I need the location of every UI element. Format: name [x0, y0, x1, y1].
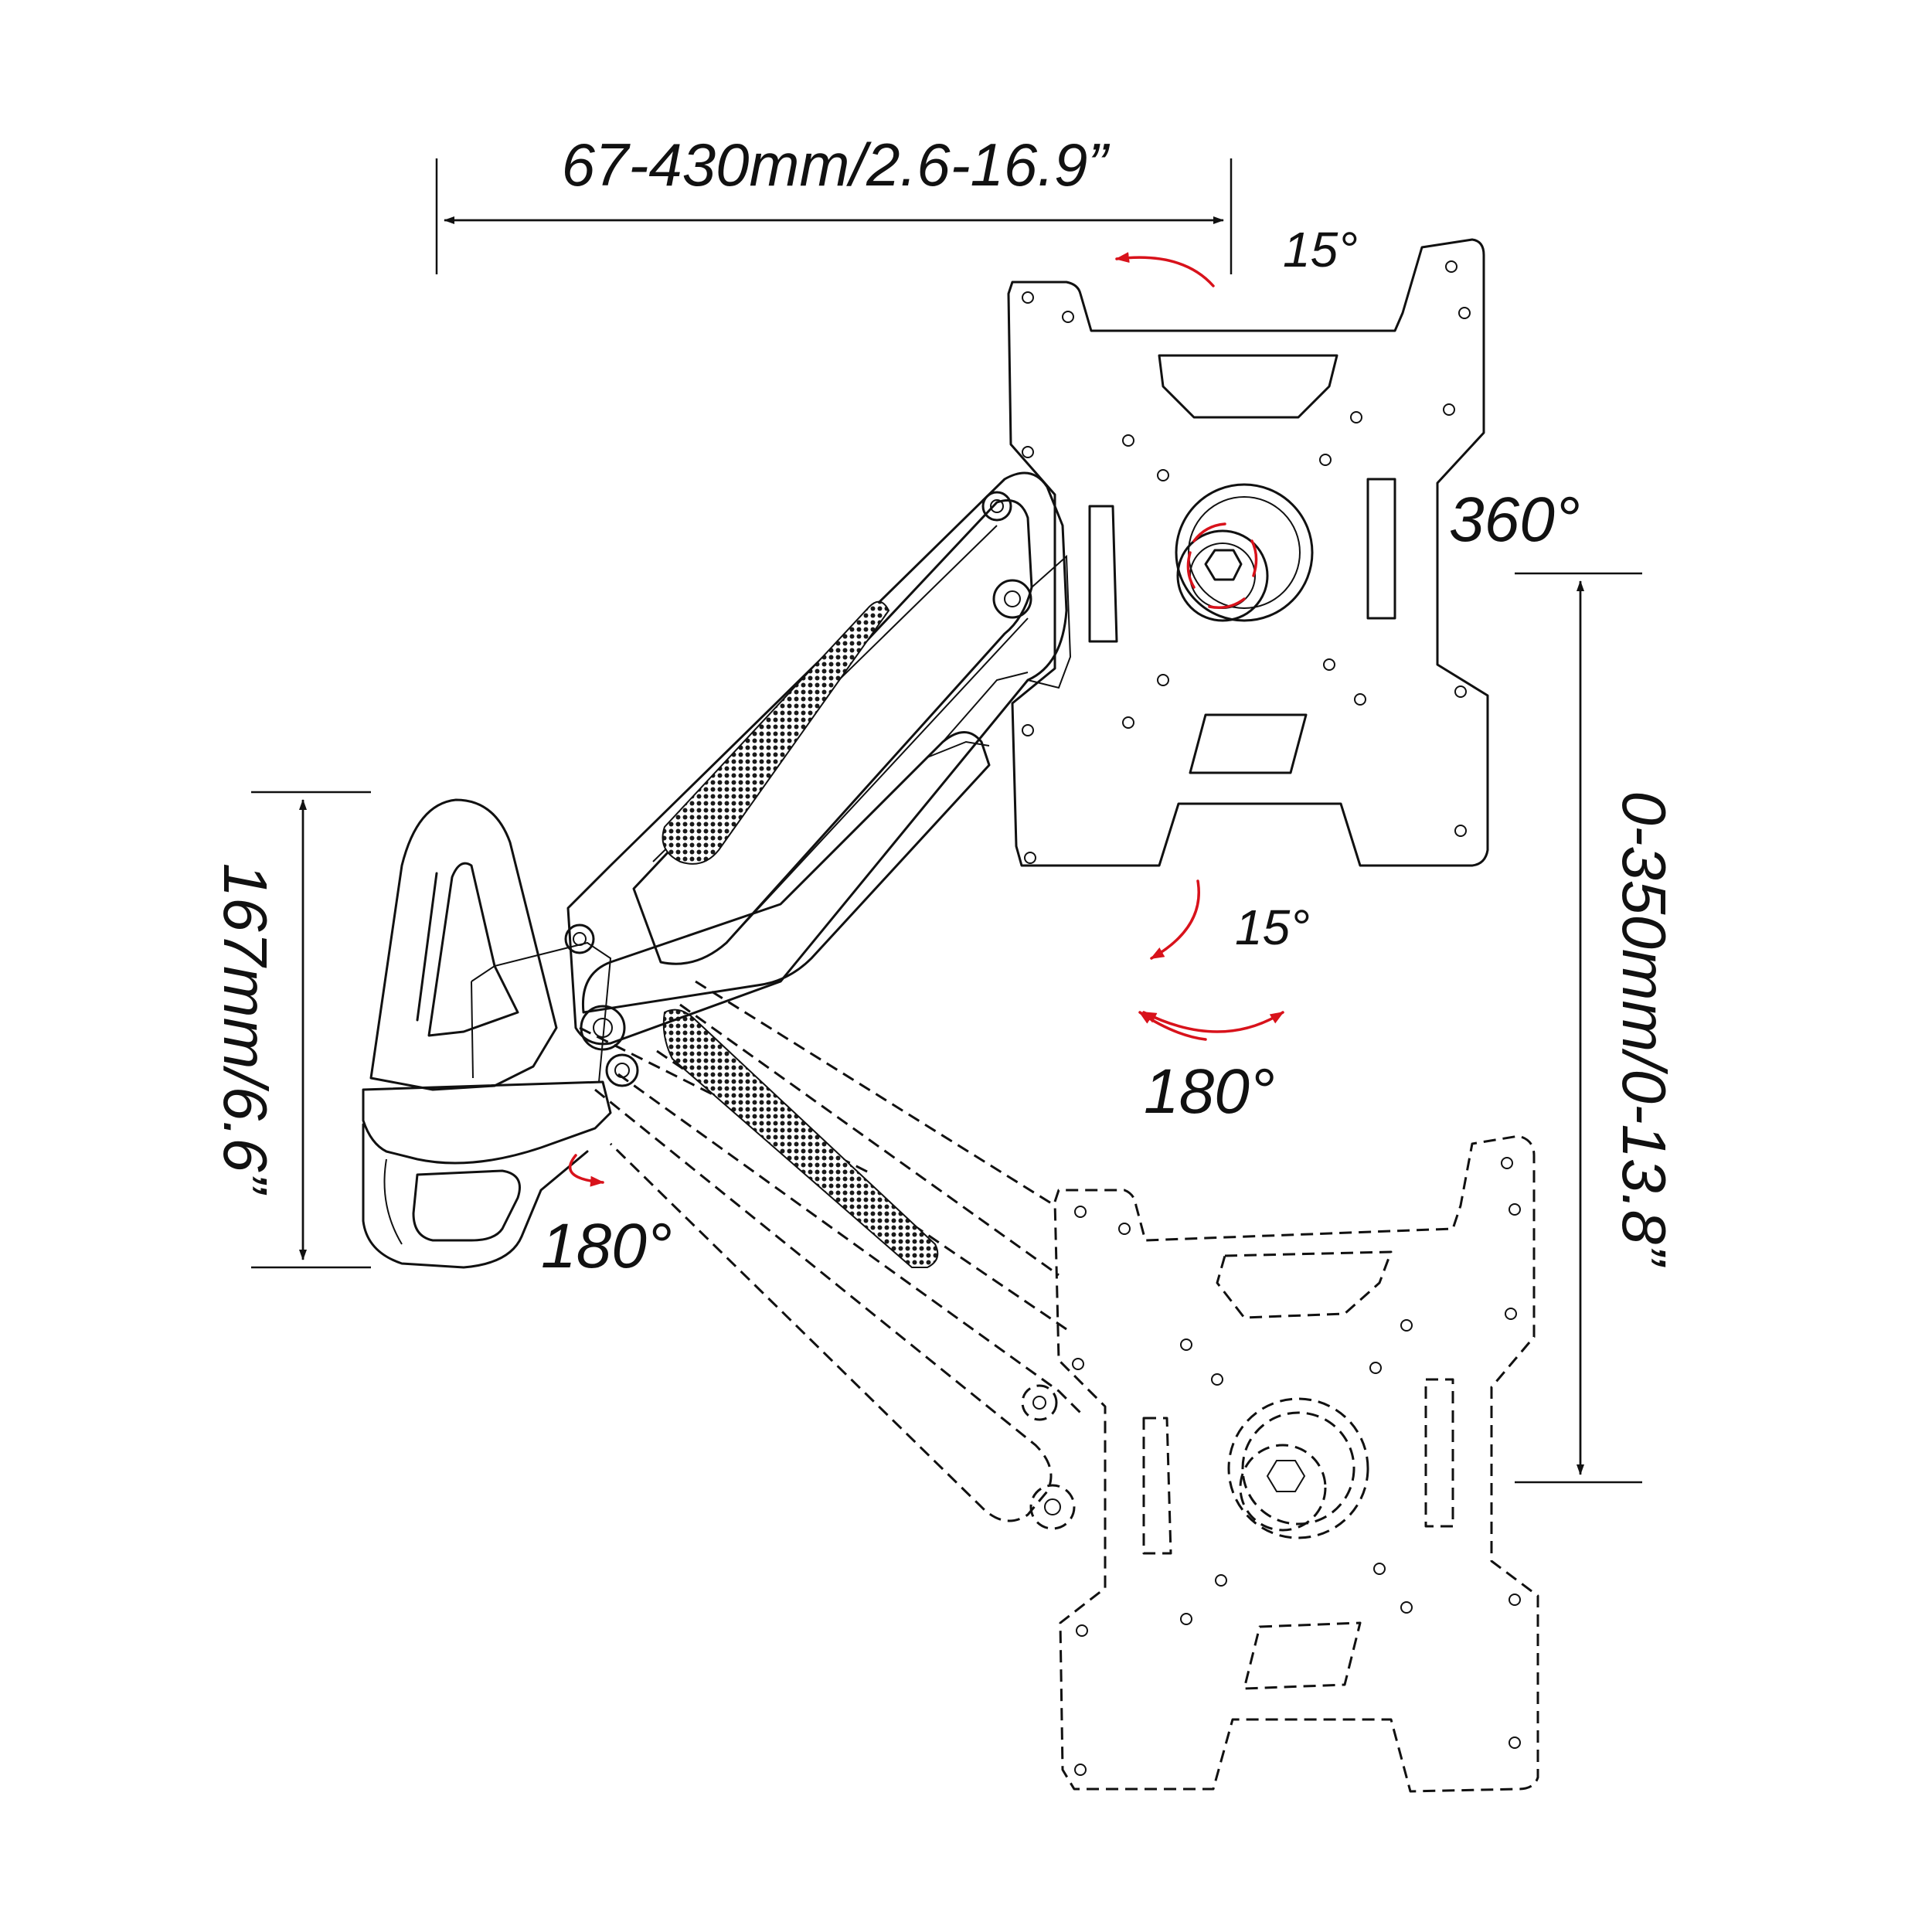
wall-mount-base: [362, 798, 612, 1269]
tilt-top-label: 15°: [1283, 222, 1358, 277]
tilt-bottom-label: 15°: [1235, 900, 1310, 955]
base-height-label: 167mm/6.6”: [211, 863, 280, 1196]
plate-holes-bottom: [1072, 1157, 1521, 1776]
swivel-head-label: 180°: [1144, 1056, 1275, 1127]
lower-arm-grip: [662, 1009, 939, 1268]
rotate-plate-label: 360°: [1449, 485, 1580, 555]
upper-arm-grip: [662, 600, 890, 865]
tilt-bottom-arrow: [1150, 879, 1200, 960]
swivel-base-arrow: [568, 1154, 604, 1187]
swivel-head-arrow: [1142, 1011, 1284, 1033]
plate-holes: [1022, 260, 1471, 864]
height-range-dimension: 0-350mm/0-13.8”: [1515, 572, 1679, 1484]
upper-arm: [564, 471, 1072, 1087]
vesa-plate-top: [1007, 238, 1489, 867]
rotation-indicators: [568, 252, 1284, 1187]
width-dimension: 67-430mm/2.6-16.9”: [435, 131, 1233, 274]
swivel-base-label: 180°: [541, 1211, 672, 1281]
width-range-label: 67-430mm/2.6-16.9”: [562, 131, 1111, 199]
vesa-plate-bottom: [1053, 1134, 1539, 1793]
height-range-label: 0-350mm/0-13.8”: [1610, 791, 1679, 1267]
tilt-top-arrow: [1115, 252, 1215, 287]
base-height-dimension: 167mm/6.6”: [211, 791, 371, 1269]
